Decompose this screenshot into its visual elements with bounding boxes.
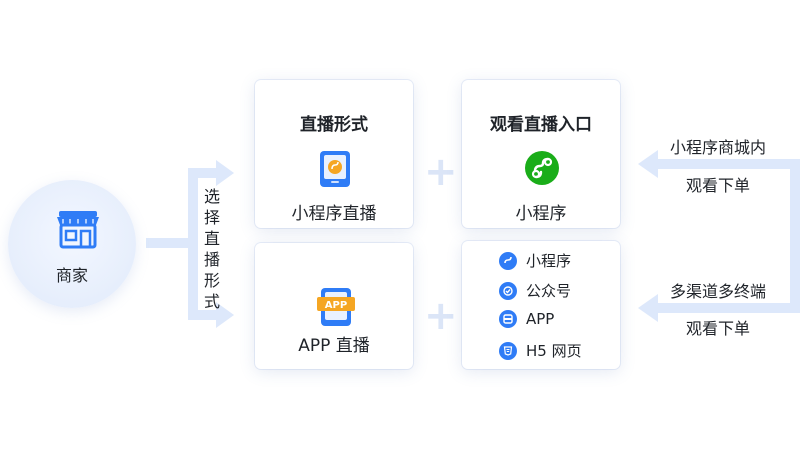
card-view-entry: 观看直播入口 小程序 [462, 80, 620, 228]
official-account-icon [499, 281, 517, 300]
card-app-live: APP APP 直播 [255, 243, 413, 369]
side-bottom-line1: 多渠道多终端 [669, 282, 766, 301]
side-top-line2: 观看下单 [685, 176, 750, 195]
channel-item-app: APP [499, 310, 554, 328]
html5-icon [499, 341, 517, 360]
merchant-label: 商家 [55, 266, 88, 285]
card-live-format: 直播形式 小程序直播 [255, 80, 413, 228]
card-app-live-label: APP 直播 [298, 336, 370, 356]
svg-text:APP: APP [325, 300, 347, 311]
wechat-miniprogram-icon [525, 151, 559, 185]
tablet-miniprogram-icon [320, 151, 350, 187]
app-icon [499, 310, 517, 328]
miniprogram-icon [499, 251, 517, 270]
channel-label-h5: H5 网页 [526, 342, 582, 360]
card-live-format-title: 直播形式 [300, 115, 368, 135]
card-view-entry-title: 观看直播入口 [490, 115, 592, 135]
channel-label-miniprogram: 小程序 [526, 252, 572, 270]
card-view-entry-label: 小程序 [515, 204, 567, 224]
plus-icon-bottom: + [424, 293, 458, 339]
channel-item-miniprogram: 小程序 [499, 250, 571, 271]
card-mini-live-label: 小程序直播 [291, 204, 377, 224]
shop-icon [57, 211, 99, 249]
merchant-node: 商家 [8, 180, 136, 308]
channel-label-app: APP [526, 310, 555, 328]
app-badge-icon: APP [317, 288, 355, 326]
flow-vertical-label: 选择直播形式 [203, 187, 220, 311]
channel-item-official-account: 公众号 [499, 280, 571, 301]
card-channels: 小程序 公众号 APP H5 网页 [462, 241, 620, 369]
channel-item-h5: H5 网页 [499, 340, 582, 361]
plus-icon-top: + [424, 149, 458, 195]
channel-label-official-account: 公众号 [526, 282, 572, 300]
side-top-line1: 小程序商城内 [669, 138, 766, 157]
side-bottom-line2: 观看下单 [685, 319, 750, 338]
